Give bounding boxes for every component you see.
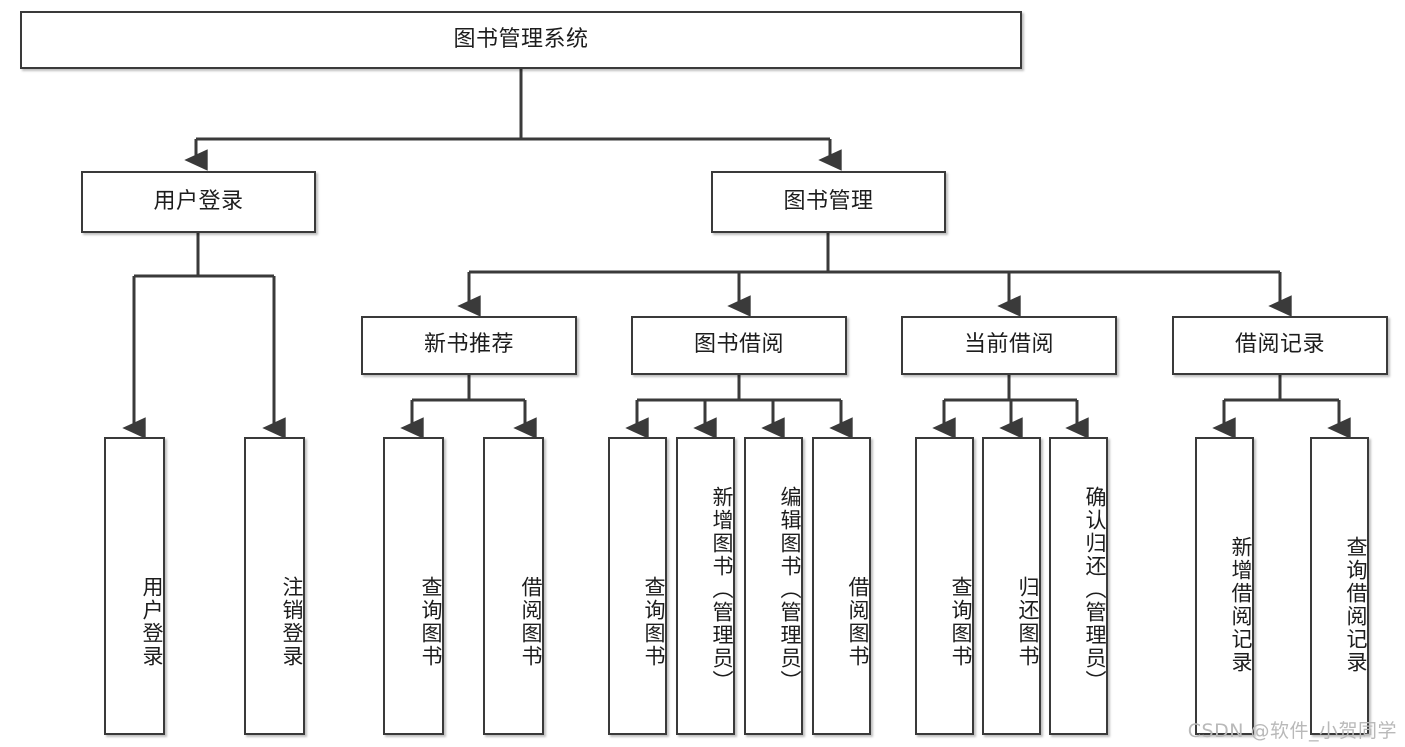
node-borrow-record[interactable]: 借阅记录 — [1172, 316, 1388, 375]
node-new-book-recommend-label: 新书推荐 — [423, 332, 514, 358]
leaf-book-borrow-borrow-label: 借阅图书 — [846, 576, 870, 668]
node-borrow-record-label: 借阅记录 — [1234, 332, 1325, 358]
node-user-login-label: 用户登录 — [153, 188, 244, 214]
leaf-borrow-record-add[interactable]: 新增借阅记录 — [1195, 437, 1254, 735]
leaf-book-borrow-add[interactable]: 新增图书（管理员） — [676, 437, 735, 735]
leaf-new-book-query-label: 查询图书 — [419, 576, 443, 668]
node-new-book-recommend[interactable]: 新书推荐 — [361, 316, 577, 375]
leaf-current-borrow-query-label: 查询图书 — [949, 576, 973, 668]
leaf-book-borrow-query[interactable]: 查询图书 — [608, 437, 667, 735]
leaf-borrow-record-add-label: 新增借阅记录 — [1229, 536, 1253, 674]
leaf-new-book-query[interactable]: 查询图书 — [383, 437, 444, 735]
node-book-borrow-label: 图书借阅 — [693, 332, 784, 358]
leaf-book-borrow-add-label: 新增图书（管理员） — [710, 485, 734, 693]
node-book-borrow[interactable]: 图书借阅 — [631, 316, 847, 375]
leaf-current-borrow-confirm[interactable]: 确认归还（管理员） — [1049, 437, 1108, 735]
node-book-management[interactable]: 图书管理 — [711, 171, 946, 233]
leaf-current-borrow-confirm-label: 确认归还（管理员） — [1083, 485, 1107, 693]
leaf-new-book-borrow[interactable]: 借阅图书 — [483, 437, 544, 735]
node-root-system[interactable]: 图书管理系统 — [20, 11, 1022, 69]
leaf-book-borrow-edit[interactable]: 编辑图书（管理员） — [744, 437, 803, 735]
leaf-book-borrow-edit-label: 编辑图书（管理员） — [778, 485, 802, 693]
leaf-current-borrow-return-label: 归还图书 — [1016, 576, 1040, 668]
leaf-current-borrow-query[interactable]: 查询图书 — [915, 437, 974, 735]
node-current-borrow-label: 当前借阅 — [963, 332, 1054, 358]
leaf-new-book-borrow-label: 借阅图书 — [519, 576, 543, 668]
leaf-current-borrow-return[interactable]: 归还图书 — [982, 437, 1041, 735]
node-current-borrow[interactable]: 当前借阅 — [901, 316, 1117, 375]
leaf-book-borrow-query-label: 查询图书 — [642, 576, 666, 668]
leaf-user-login-logout[interactable]: 注销登录 — [244, 437, 305, 735]
leaf-user-login-login-label: 用户登录 — [140, 576, 164, 668]
node-root-label: 图书管理系统 — [453, 26, 589, 52]
leaf-user-login-logout-label: 注销登录 — [280, 576, 304, 668]
node-user-login[interactable]: 用户登录 — [81, 171, 316, 233]
leaf-user-login-login[interactable]: 用户登录 — [104, 437, 165, 735]
leaf-borrow-record-query-label: 查询借阅记录 — [1344, 536, 1368, 674]
leaf-book-borrow-borrow[interactable]: 借阅图书 — [812, 437, 871, 735]
node-book-management-label: 图书管理 — [783, 188, 874, 214]
leaf-borrow-record-query[interactable]: 查询借阅记录 — [1310, 437, 1369, 735]
